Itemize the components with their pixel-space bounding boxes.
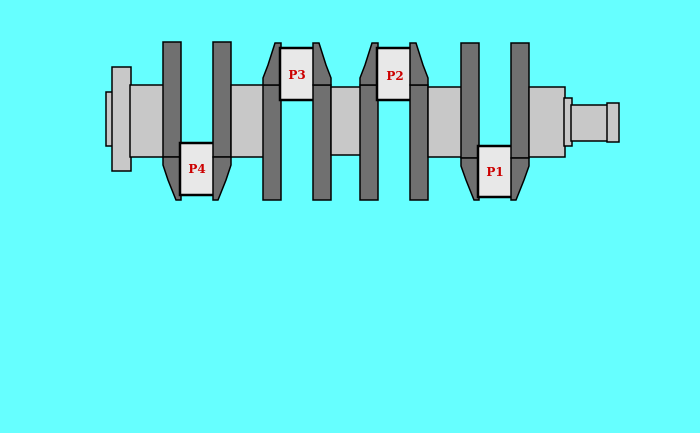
crank-web-2a (262, 84, 282, 201)
crank-web-1b (212, 41, 232, 158)
snout (570, 104, 609, 142)
crank-pin-p1 (476, 144, 514, 199)
crank-web-4b (510, 42, 530, 159)
crank-web-4b-counterweight (510, 157, 530, 201)
crankshaft (105, 41, 620, 201)
crank-pin-p4 (178, 141, 216, 197)
main-journal-1 (129, 84, 165, 158)
crank-web-2b (312, 84, 332, 201)
main-journal-4 (427, 86, 463, 158)
crank-web-4a (460, 42, 480, 159)
main-journal-3 (330, 86, 362, 156)
snout-tip (606, 102, 620, 143)
pin-label-p2: P2 (386, 69, 403, 83)
front-flange (111, 66, 132, 172)
rear-main-journal (528, 86, 566, 158)
pin-label-p3: P3 (288, 68, 305, 82)
crank-web-3b-counterweight (409, 42, 429, 86)
crank-web-2b-counterweight (312, 42, 332, 86)
crank-web-3a (359, 84, 379, 201)
main-journal-2 (230, 84, 266, 158)
pin-label-p1: P1 (486, 165, 503, 179)
crank-web-3b (409, 84, 429, 201)
pin-label-p4: P4 (188, 162, 205, 176)
crank-web-1a (162, 41, 182, 158)
